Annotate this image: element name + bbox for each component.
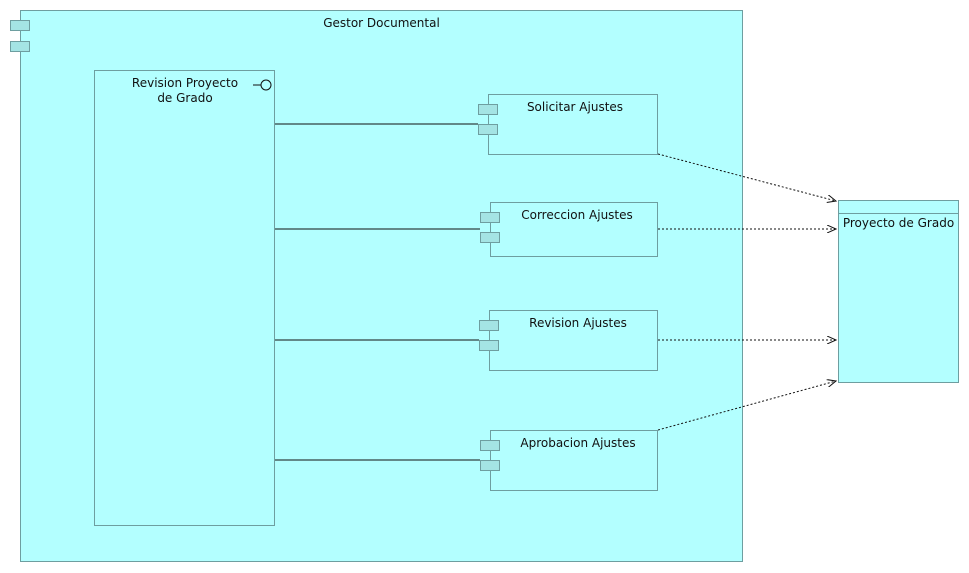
gestor-documental-title: Gestor Documental bbox=[323, 16, 440, 30]
component-tab-icon bbox=[10, 41, 30, 52]
aprobacion-ajustes-component[interactable] bbox=[490, 430, 658, 491]
proyecto-de-grado-artifact[interactable] bbox=[838, 200, 959, 383]
component-tab-icon bbox=[478, 124, 498, 135]
revision-ajustes-title: Revision Ajustes bbox=[529, 316, 627, 330]
aprobacion-ajustes-title: Aprobacion Ajustes bbox=[520, 436, 636, 450]
component-tab-icon bbox=[480, 212, 500, 223]
component-tab-icon bbox=[10, 20, 30, 31]
component-tab-icon bbox=[478, 104, 498, 115]
provided-interface-icon bbox=[253, 77, 273, 91]
revision-proyecto-component[interactable] bbox=[94, 70, 275, 526]
correccion-ajustes-title: Correccion Ajustes bbox=[521, 208, 633, 222]
component-tab-icon bbox=[480, 460, 500, 471]
revision-ajustes-component[interactable] bbox=[489, 310, 658, 371]
component-tab-icon bbox=[479, 320, 499, 331]
artifact-header-divider bbox=[838, 213, 959, 214]
correccion-ajustes-component[interactable] bbox=[490, 202, 658, 257]
solicitar-ajustes-title: Solicitar Ajustes bbox=[526, 100, 624, 114]
component-tab-icon bbox=[480, 232, 500, 243]
component-tab-icon bbox=[479, 340, 499, 351]
proyecto-de-grado-title: Proyecto de Grado bbox=[842, 216, 955, 230]
component-tab-icon bbox=[480, 440, 500, 451]
revision-proyecto-title: Revision Proyecto de Grado bbox=[131, 76, 239, 105]
